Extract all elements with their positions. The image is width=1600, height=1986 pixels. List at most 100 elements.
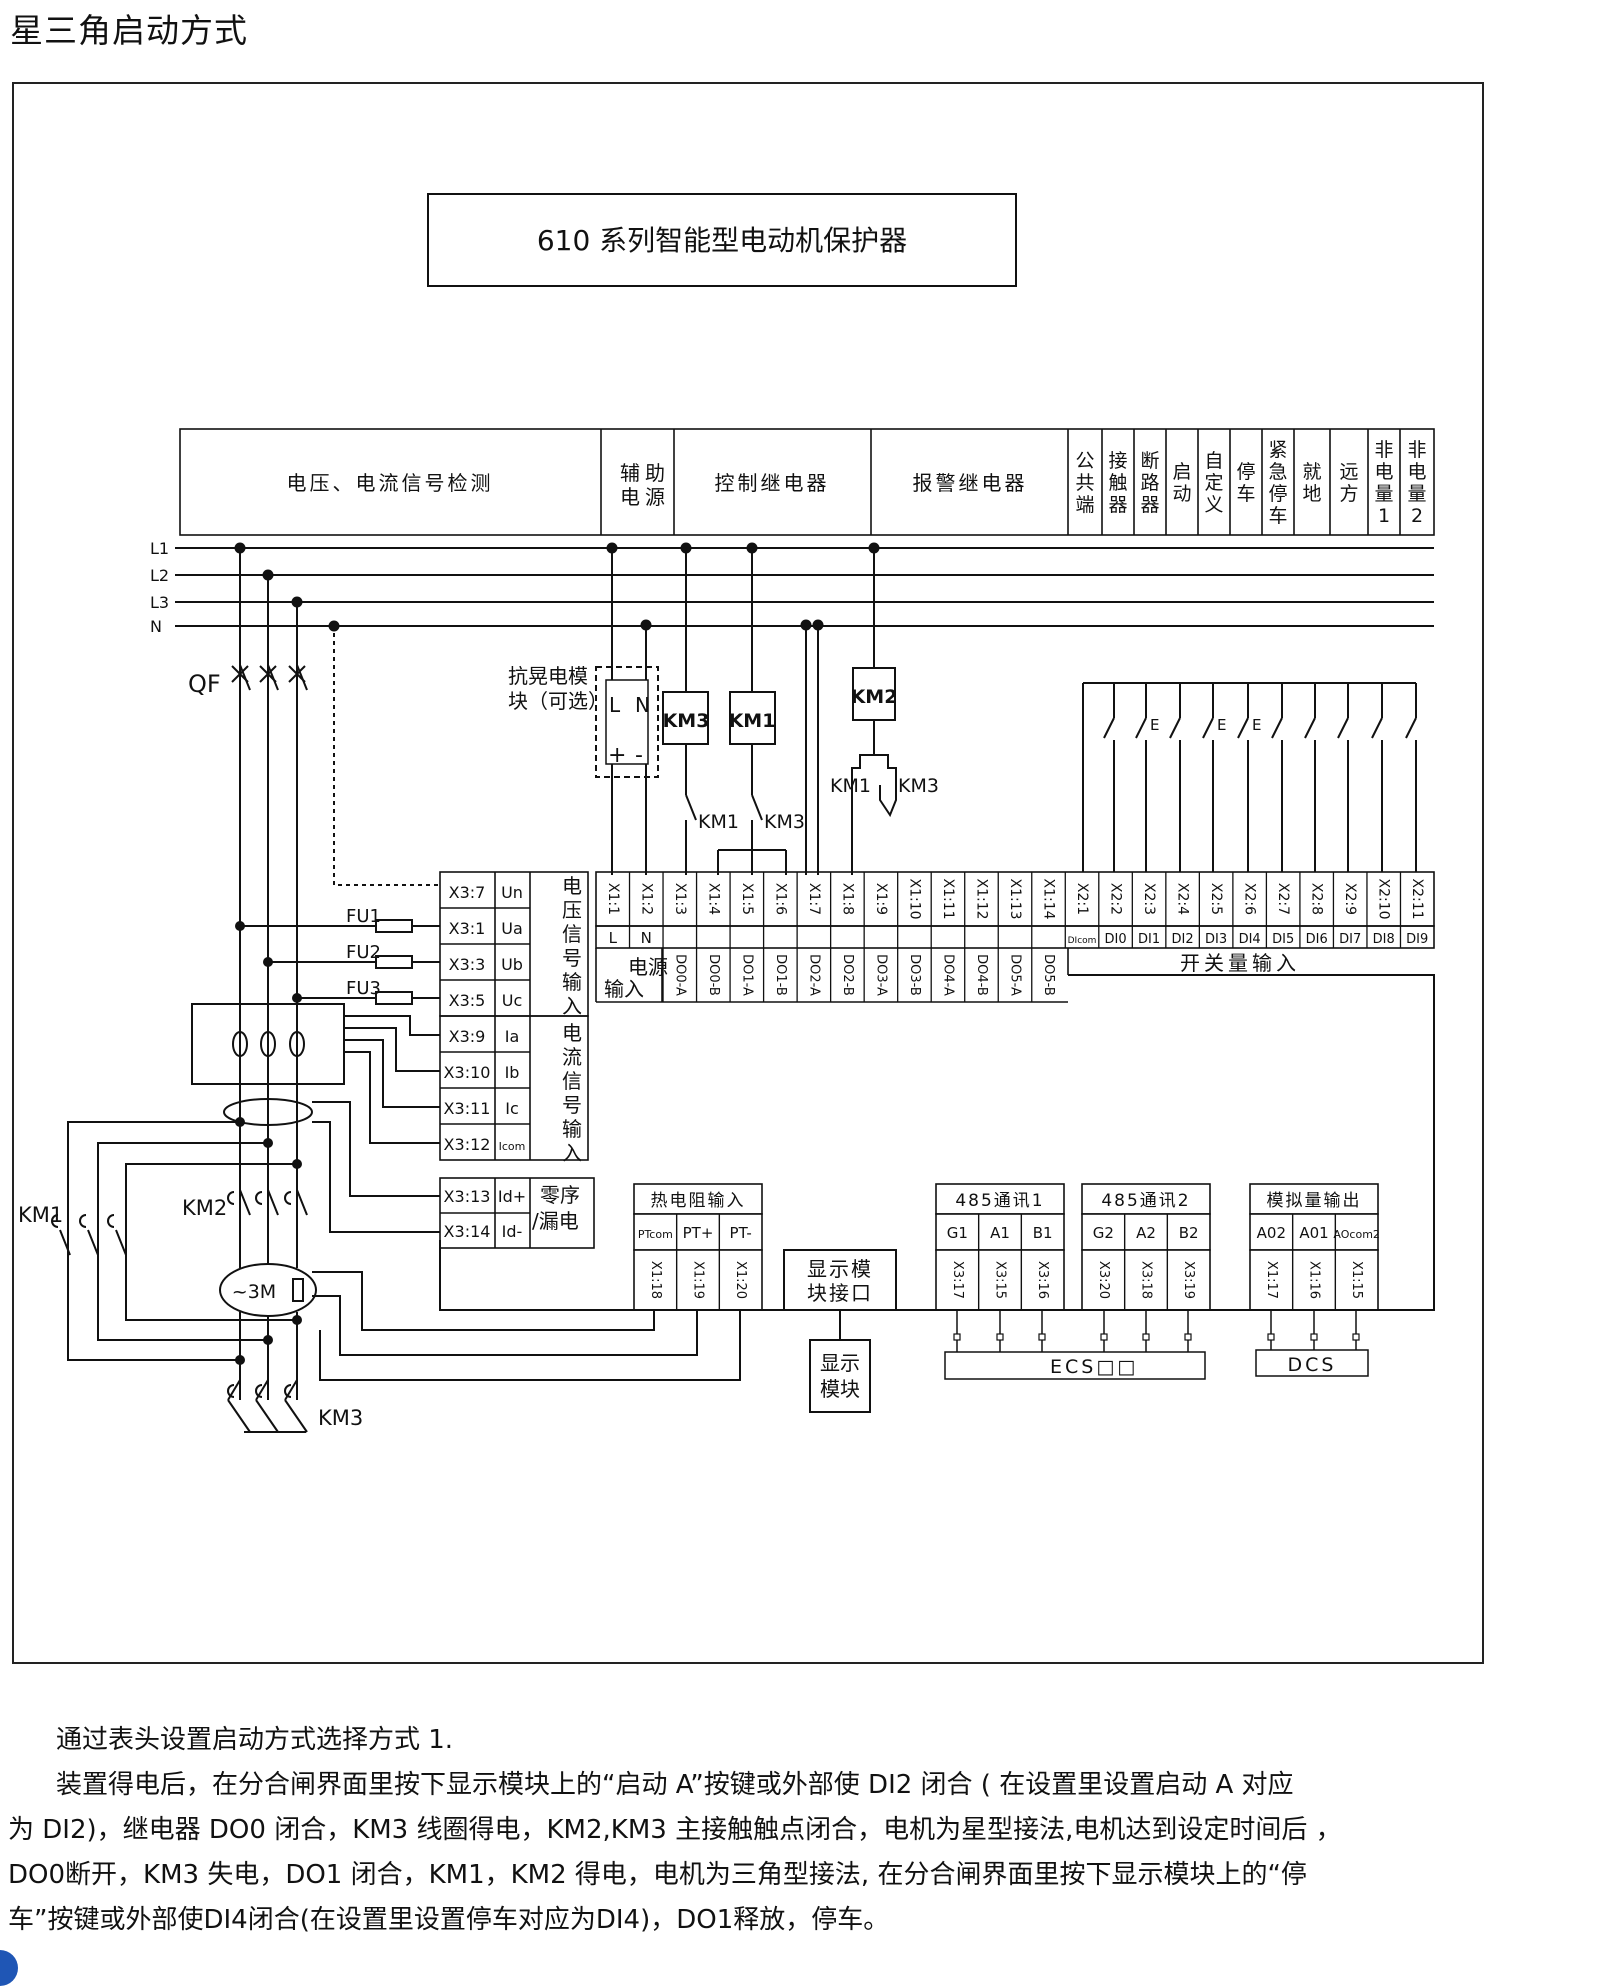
- header-voltage-current: 电压、电流信号检测: [287, 471, 494, 495]
- terminal-id: X3:15: [993, 1261, 1008, 1299]
- svg-text:触: 触: [1108, 472, 1127, 494]
- anti-shake-label-1: 抗晃电模: [508, 664, 588, 688]
- svg-text:压: 压: [562, 898, 582, 922]
- svg-text:入: 入: [562, 994, 582, 1018]
- terminal-id: X1:3: [672, 883, 688, 915]
- device-enclosure: [439, 974, 1435, 1311]
- zero-signal: Id-: [502, 1222, 523, 1241]
- motor-circuit: [51, 1100, 317, 1433]
- terminal-id: X1:4: [705, 883, 721, 915]
- voltage-term: X3:1: [449, 919, 486, 938]
- do-label: DO4-B: [974, 954, 989, 996]
- svg-text:源: 源: [645, 485, 665, 509]
- svg-text:就: 就: [1302, 461, 1321, 483]
- qf-breaker: [231, 548, 308, 1100]
- svg-text:输: 输: [562, 1117, 582, 1141]
- current-term: X3:12: [444, 1135, 491, 1154]
- svg-text:急: 急: [1268, 461, 1287, 483]
- terminal-id: X1:19: [691, 1261, 706, 1299]
- svg-text:流: 流: [562, 1045, 582, 1069]
- device-title-box: [427, 193, 1017, 287]
- voltage-term: X3:3: [449, 955, 486, 974]
- relay-coil-km1: KM1: [729, 691, 776, 745]
- terminal-id: X2:5: [1208, 883, 1224, 915]
- voltage-signal: Ub: [501, 955, 523, 974]
- svg-text:号: 号: [562, 946, 582, 970]
- svg-text:B2: B2: [1179, 1224, 1199, 1242]
- svg-text:输: 输: [562, 970, 582, 994]
- svg-text:G1: G1: [947, 1224, 968, 1242]
- current-transformer: [191, 1003, 345, 1126]
- di-label: DI0: [1104, 932, 1126, 947]
- svg-text:显示: 显示: [820, 1351, 860, 1375]
- terminal-id: X1:16: [1307, 1261, 1322, 1299]
- do-label: DO1-B: [773, 954, 788, 996]
- current-signal: Ib: [505, 1063, 520, 1082]
- terminal-id: X1:18: [648, 1261, 663, 1299]
- svg-text:2: 2: [1411, 505, 1423, 527]
- terminal-id: X2:4: [1175, 883, 1191, 915]
- qf-label: QF: [188, 670, 221, 698]
- svg-text:PTcom: PTcom: [638, 1228, 673, 1241]
- svg-text:辅: 辅: [620, 461, 640, 485]
- svg-text:A02: A02: [1257, 1224, 1286, 1242]
- description-line-2: 装置得电后，在分合闸界面里按下显示模块上的“启动 A”按键或外部使 DI2 闭合…: [56, 1770, 1294, 1800]
- svg-text:1: 1: [1378, 505, 1390, 527]
- power-pin: L: [609, 929, 618, 947]
- svg-text:自: 自: [1204, 450, 1223, 472]
- contact-label-km3b: KM3: [898, 775, 939, 797]
- do-label: DO5-B: [1041, 954, 1056, 996]
- relay-coil-km2: KM2: [851, 667, 897, 721]
- zero-term: X3:14: [444, 1222, 491, 1241]
- terminal-id: X2:6: [1242, 883, 1258, 915]
- zero-group-label-2: /漏电: [532, 1209, 579, 1233]
- svg-text:电: 电: [620, 485, 640, 509]
- svg-text:动: 动: [1172, 483, 1191, 505]
- svg-text:断: 断: [1140, 450, 1159, 472]
- svg-text:车: 车: [1236, 483, 1255, 505]
- terminal-id: X3:16: [1035, 1261, 1050, 1299]
- switch-mark: E: [1252, 716, 1261, 734]
- svg-text:地: 地: [1302, 483, 1321, 505]
- svg-text:PT-: PT-: [730, 1224, 752, 1242]
- anti-shake-label-2: 块（可选）: [508, 689, 608, 713]
- corner-badge: [0, 1950, 18, 1986]
- motor-label: ~3M: [232, 1281, 276, 1303]
- terminal-id: X1:5: [739, 883, 755, 915]
- svg-text:PT+: PT+: [683, 1224, 714, 1242]
- svg-text:信: 信: [562, 1069, 582, 1093]
- svg-text:信: 信: [562, 922, 582, 946]
- terminal-id: X2:7: [1275, 883, 1291, 915]
- wiring-diagram: 610 系列智能型电动机保护器 电压、电流信号检测 辅助 电源 控制继电器 报警…: [18, 193, 1435, 1433]
- terminal-id: X1:1: [605, 883, 621, 915]
- svg-text:远: 远: [1339, 461, 1358, 483]
- description-line-4: DO0断开，KM3 失电，DO1 闭合，KM1，KM2 得电，电机为三角型接法,…: [8, 1860, 1307, 1890]
- svg-text:入: 入: [562, 1141, 582, 1165]
- do-label: DO3-B: [907, 954, 922, 996]
- do-label: DO2-A: [806, 954, 821, 996]
- svg-text:模块: 模块: [820, 1377, 860, 1401]
- di-label: DI9: [1406, 932, 1428, 947]
- bus-label: L1: [150, 539, 169, 558]
- dcs-block: DCS: [1255, 1349, 1369, 1377]
- ct-wiring: [312, 1015, 440, 1233]
- svg-text:热电阻输入: 热电阻输入: [651, 1191, 746, 1211]
- di-label: DIcom: [1068, 936, 1097, 946]
- power-label-2: 输入: [604, 977, 644, 1001]
- header-alarm-relay: 报警继电器: [913, 471, 1028, 495]
- di-header-label: 接触器: [1108, 450, 1127, 516]
- svg-text:模拟量输出: 模拟量输出: [1267, 1191, 1362, 1211]
- current-signal: Ic: [505, 1099, 519, 1118]
- bus-label: N: [150, 617, 162, 636]
- module-pin-plus: +: [608, 743, 626, 768]
- km1-main-label: KM1: [18, 1203, 63, 1227]
- svg-text:电: 电: [1374, 461, 1393, 483]
- fuse-label-2: FU2: [346, 942, 381, 963]
- terminal-id: X1:12: [973, 878, 989, 919]
